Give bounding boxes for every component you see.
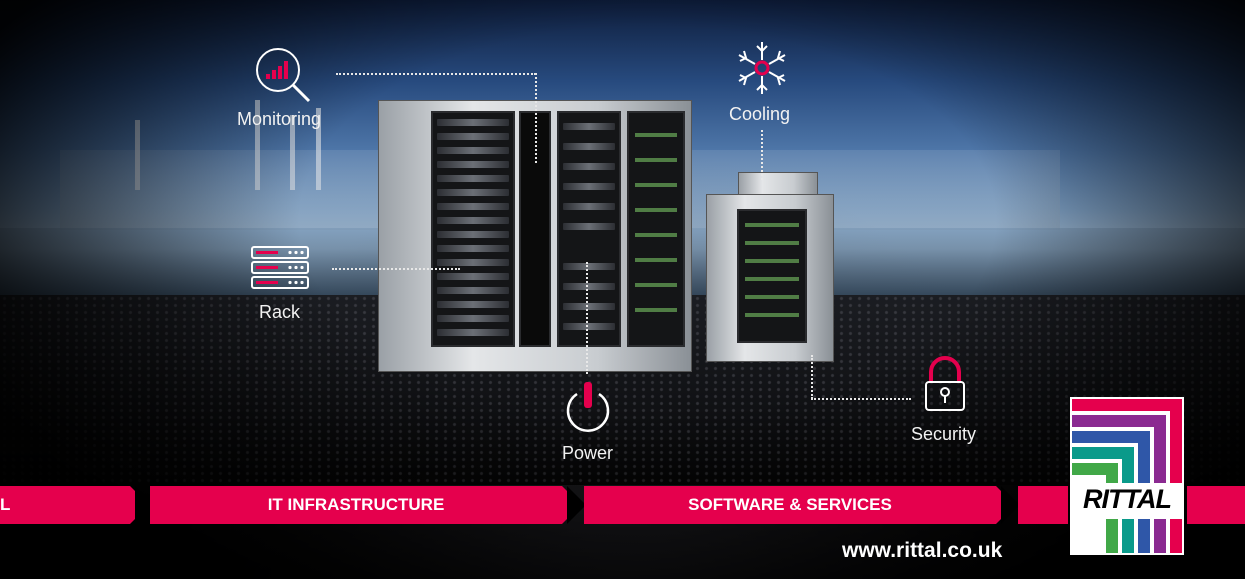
rack-bay — [431, 111, 515, 347]
monitoring-label: Monitoring — [237, 109, 322, 129]
cooling-label: Cooling — [729, 104, 791, 124]
security-connector-vertical — [811, 355, 813, 399]
rack-connector — [332, 268, 460, 270]
banner-left-text: L — [0, 495, 11, 514]
rack-bay — [737, 209, 807, 343]
small-rack — [706, 194, 834, 362]
monitoring-connector-vertical — [535, 73, 537, 163]
banner-segment-it-infrastructure: IT INFRASTRUCTURE — [150, 486, 562, 524]
server-rack-icon — [251, 246, 309, 289]
rittal-logo-text: RITTAL — [1083, 484, 1172, 514]
banner-segment-before-logo — [1018, 486, 1068, 524]
security-connector — [811, 398, 911, 400]
power-connector — [586, 262, 588, 374]
power-icon — [566, 382, 610, 432]
chimney — [135, 120, 140, 190]
cooling-connector — [761, 130, 763, 180]
banner-segment-left: L — [0, 486, 130, 524]
banner-segment-after-logo — [1187, 486, 1245, 524]
rack-label: Rack — [259, 302, 301, 322]
banner-segment-software-services: SOFTWARE & SERVICES — [584, 486, 996, 524]
website-url[interactable]: www.rittal.co.uk — [842, 539, 1003, 562]
banner-software-services-text: SOFTWARE & SERVICES — [688, 495, 892, 514]
chevron-divider — [1001, 486, 1020, 524]
rack-bay — [627, 111, 685, 347]
security-label: Security — [911, 424, 977, 444]
chevron-divider — [135, 486, 154, 524]
monitoring-connector — [336, 73, 536, 75]
power-label: Power — [562, 443, 614, 463]
cooling-unit — [738, 172, 818, 196]
chevron-divider — [567, 486, 586, 524]
snowflake-icon — [738, 42, 786, 94]
rittal-logo: RITTAL — [1070, 397, 1184, 555]
banner-it-infrastructure-text: IT INFRASTRUCTURE — [267, 495, 445, 514]
large-rack-suite — [378, 100, 692, 372]
padlock-icon — [925, 356, 965, 411]
monitoring-chart-icon — [256, 48, 311, 103]
rack-bay — [557, 111, 621, 347]
